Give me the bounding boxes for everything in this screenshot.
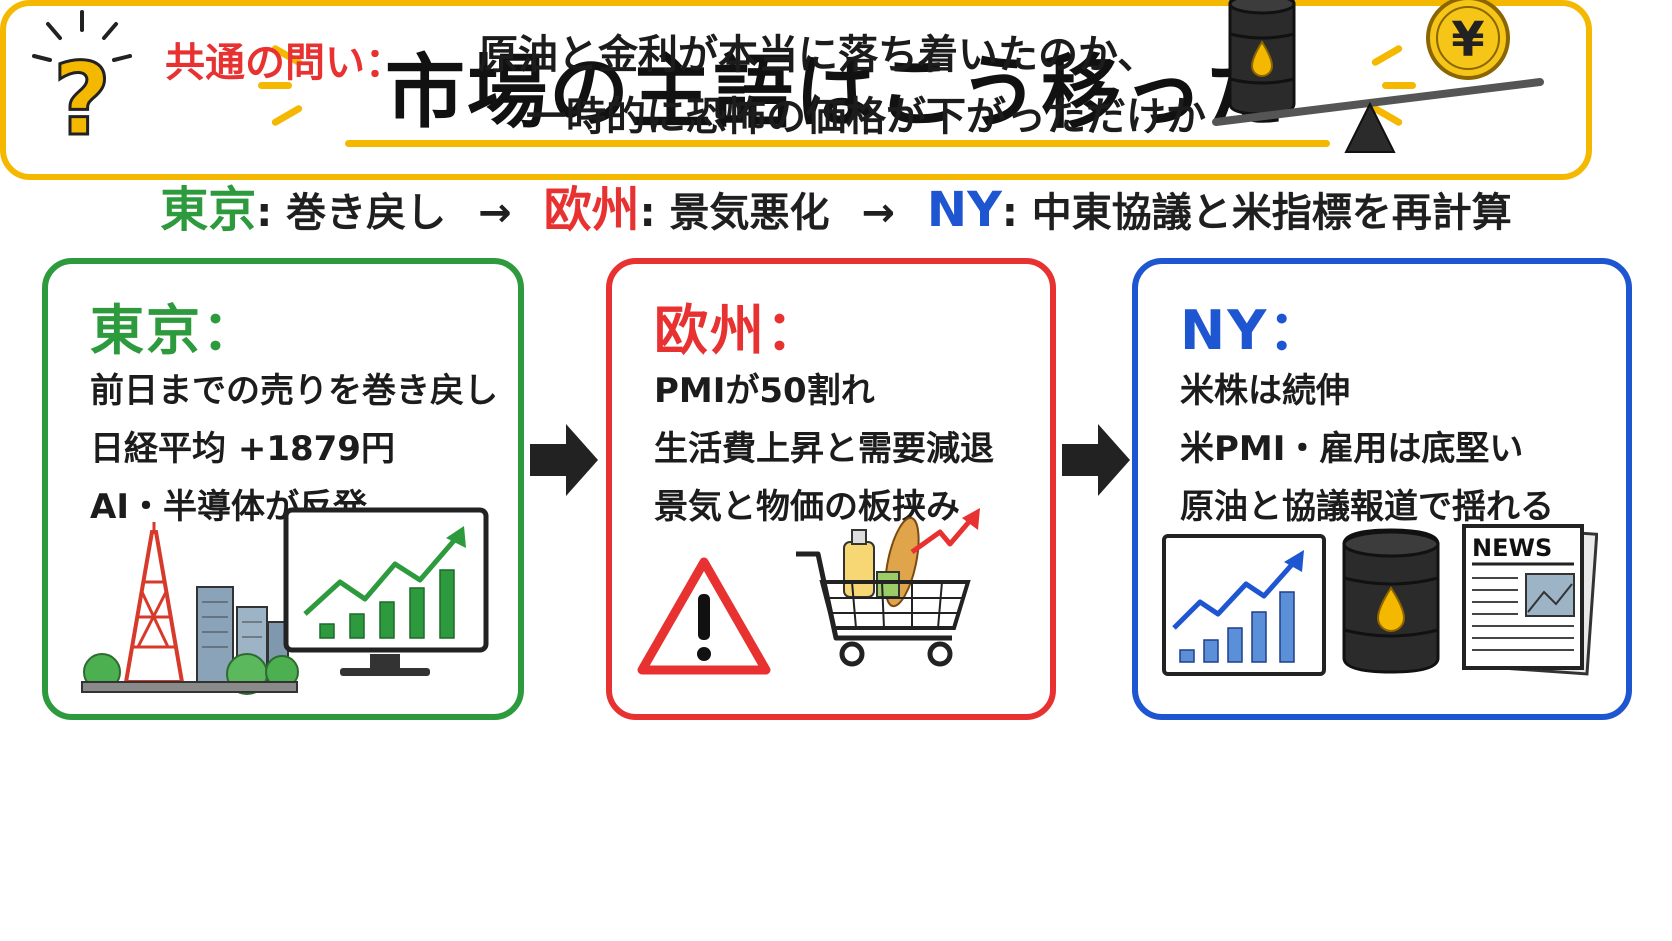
- common-question-label: 共通の問い：: [165, 40, 405, 86]
- flow-europe-desc: 景気悪化: [669, 190, 830, 236]
- ny-line: 米PMI・雇用は底堅い: [1180, 429, 1524, 469]
- us-stock-chart-icon: [1162, 534, 1326, 676]
- common-question-line: 一時的に恐怖の価格が下がっただけか: [526, 94, 1206, 140]
- flow-separator: :: [256, 190, 273, 236]
- title-spark-left-2: [258, 82, 292, 89]
- flow-ny-city: NY: [926, 182, 1002, 238]
- ny-box: NY： 米株は続伸 米PMI・雇用は底堅い 原油と協議報道で揺れる NEWS: [1132, 258, 1632, 720]
- europe-title: 欧州：: [654, 299, 822, 362]
- tokyo-title: 東京：: [90, 299, 258, 362]
- tokyo-line: 日経平均 +1879円: [90, 429, 395, 469]
- tokyo-tower-icon: [81, 522, 299, 695]
- warning-icon: [637, 557, 771, 675]
- ny-line: 原油と協議報道で揺れる: [1180, 487, 1554, 527]
- flow-separator: :: [639, 190, 656, 236]
- page-title: 市場の主語はこう移った: [385, 46, 1287, 139]
- common-question-line: 原油と金利が本当に落ち着いたのか、: [478, 32, 1158, 78]
- question-mark-glyph: ?: [53, 41, 111, 158]
- title-underline: [345, 140, 1330, 147]
- flow-arrow-icon: [1062, 424, 1130, 496]
- ny-line: 米株は続伸: [1180, 371, 1350, 411]
- flow-arrow-icon: [530, 424, 598, 496]
- flow-europe-city: 欧州: [543, 182, 640, 238]
- stock-monitor-icon: [283, 507, 489, 676]
- flow-tokyo-city: 東京: [160, 182, 257, 238]
- flow-ny-desc: 中東協議と米指標を再計算: [1031, 190, 1512, 236]
- newspaper-icon: NEWS: [1462, 524, 1598, 676]
- tokyo-line: 前日までの売りを巻き戻し: [90, 371, 498, 411]
- tokyo-box: 東京： 前日までの売りを巻き戻し 日経平均 +1879円 AI・半導体が反発: [42, 258, 524, 720]
- newspaper-label: NEWS: [1472, 534, 1552, 562]
- flow-arrow: →: [861, 190, 895, 236]
- oil-barrel-icon: [1342, 528, 1440, 674]
- flow-separator: :: [1001, 190, 1018, 236]
- europe-line: 生活費上昇と需要減退: [654, 429, 994, 469]
- shopping-cart-icon: [796, 508, 980, 667]
- yen-coin-glyph: ¥: [1451, 12, 1484, 68]
- question-mark-icon: ?: [32, 10, 132, 160]
- title-spark-right-2: [1382, 82, 1416, 89]
- common-question-text: 原油と金利が本当に落ち着いたのか、 一時的に恐怖の価格が下がっただけか: [478, 24, 1206, 148]
- flow-arrow: →: [478, 190, 512, 236]
- europe-box: 欧州： PMIが50割れ 生活費上昇と需要減退 景気と物価の板挟み: [606, 258, 1056, 720]
- ny-lines: 米株は続伸 米PMI・雇用は底堅い 原油と協議報道で揺れる: [1180, 362, 1554, 536]
- market-flow-summary: 東京: 巻き戻し → 欧州: 景気悪化 → NY: 中東協議と米指標を再計算: [0, 170, 1672, 240]
- flow-tokyo-desc: 巻き戻し: [286, 190, 447, 236]
- common-question-box: ? 共通の問い： 原油と金利が本当に落ち着いたのか、 一時的に恐怖の価格が下がっ…: [0, 0, 1592, 180]
- ny-title: NY：: [1180, 299, 1325, 362]
- seesaw-oil-vs-yen-icon: ¥: [1212, 0, 1544, 153]
- europe-line: PMIが50割れ: [654, 371, 875, 411]
